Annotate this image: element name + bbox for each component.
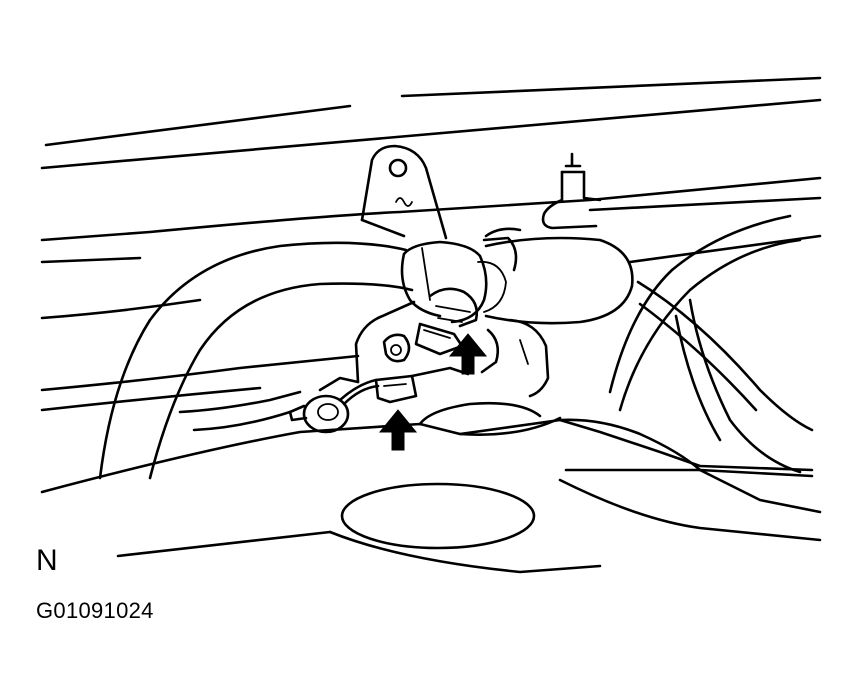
connector-assembly — [318, 287, 550, 404]
hood-edge-lines — [40, 76, 822, 170]
arrow-up-icon — [378, 409, 418, 451]
mounting-bracket — [360, 144, 448, 240]
coolant-hose — [98, 227, 634, 480]
vacuum-fitting — [541, 152, 602, 230]
engine-cover — [40, 401, 822, 574]
body-panel-lines — [40, 176, 822, 412]
sensor-with-wire — [178, 378, 380, 434]
inner-fender-curves — [608, 214, 814, 474]
view-letter: N — [36, 544, 58, 577]
arrow-up-icon — [448, 333, 488, 375]
figure-code: G01091024 — [36, 598, 154, 623]
